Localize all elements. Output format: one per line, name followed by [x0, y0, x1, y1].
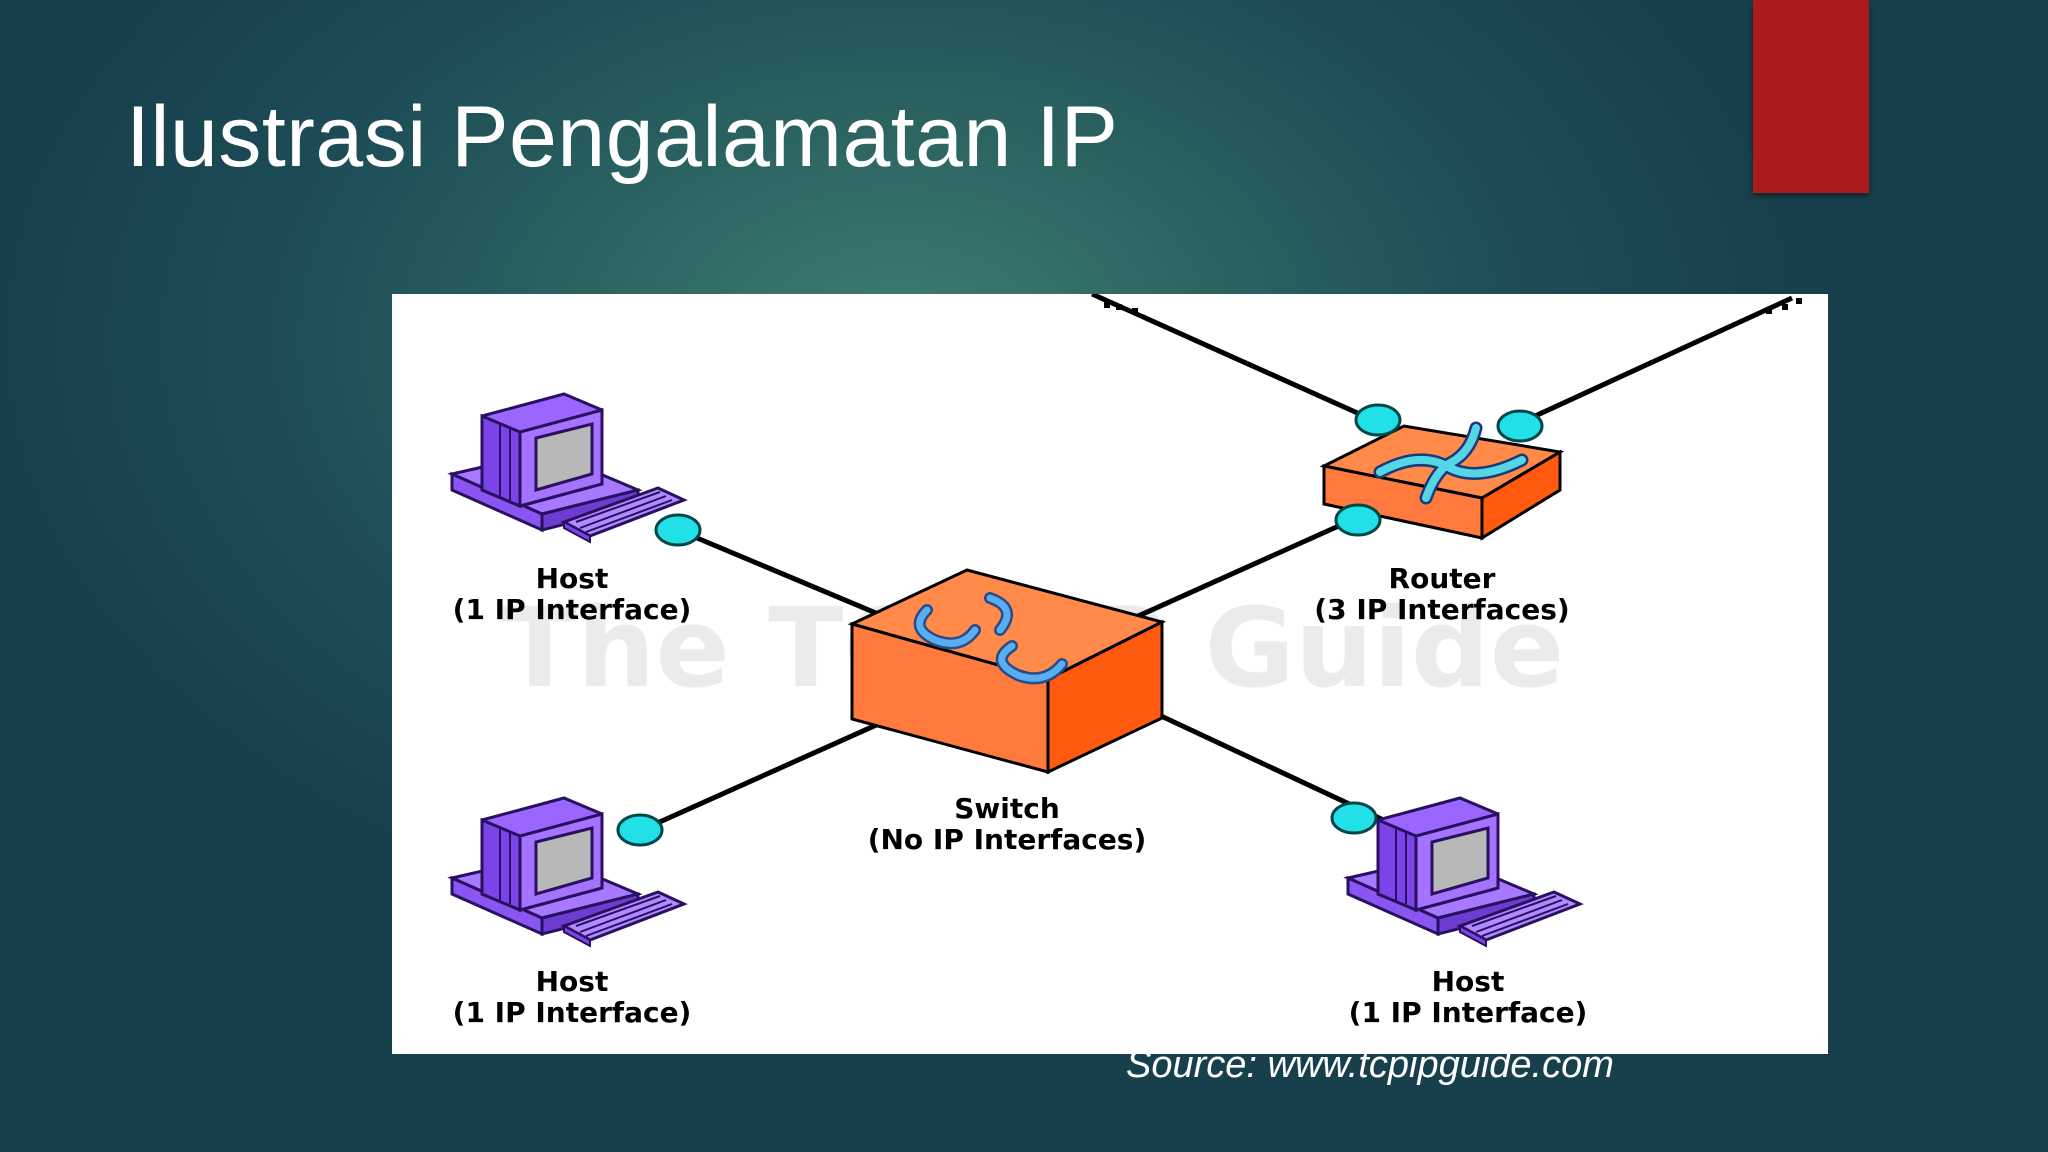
interface-router-right	[1496, 409, 1544, 443]
router-subtitle: (3 IP Interfaces)	[1314, 593, 1569, 626]
source-caption: Source: www.tcpipguide.com	[1126, 1044, 1614, 1086]
host-bottom-left-subtitle: (1 IP Interface)	[453, 996, 692, 1029]
router-device	[1319, 421, 1565, 541]
switch-subtitle: (No IP Interfaces)	[868, 823, 1147, 856]
accent-tab	[1753, 0, 1869, 193]
host-top-left-subtitle: (1 IP Interface)	[453, 593, 692, 626]
interface-host-bottom-right	[1330, 801, 1378, 835]
interface-router-bottom	[1334, 503, 1382, 537]
ip-interface-dots	[616, 403, 1544, 847]
slide-title: Ilustrasi Pengalamatan IP	[126, 89, 1119, 185]
switch-title: Switch	[954, 792, 1060, 825]
router-title: Router	[1389, 562, 1496, 595]
host-bottom-right-computer-icon	[1346, 796, 1582, 948]
host-bottom-left-title: Host	[536, 965, 609, 998]
interface-host-top-left	[654, 513, 702, 547]
host-top-left-title: Host	[536, 562, 609, 595]
interface-host-bottom-left	[616, 813, 664, 847]
interface-router-left	[1354, 403, 1402, 437]
switch-device	[847, 568, 1167, 775]
dotted-line-ends	[1104, 298, 1802, 314]
host-bottom-right-title: Host	[1432, 965, 1505, 998]
network-diagram: The TCP/IP Guide	[392, 294, 1828, 1054]
connection-lines	[642, 294, 1794, 832]
host-bottom-right-subtitle: (1 IP Interface)	[1349, 996, 1588, 1029]
host-top-left-computer-icon	[450, 392, 686, 544]
